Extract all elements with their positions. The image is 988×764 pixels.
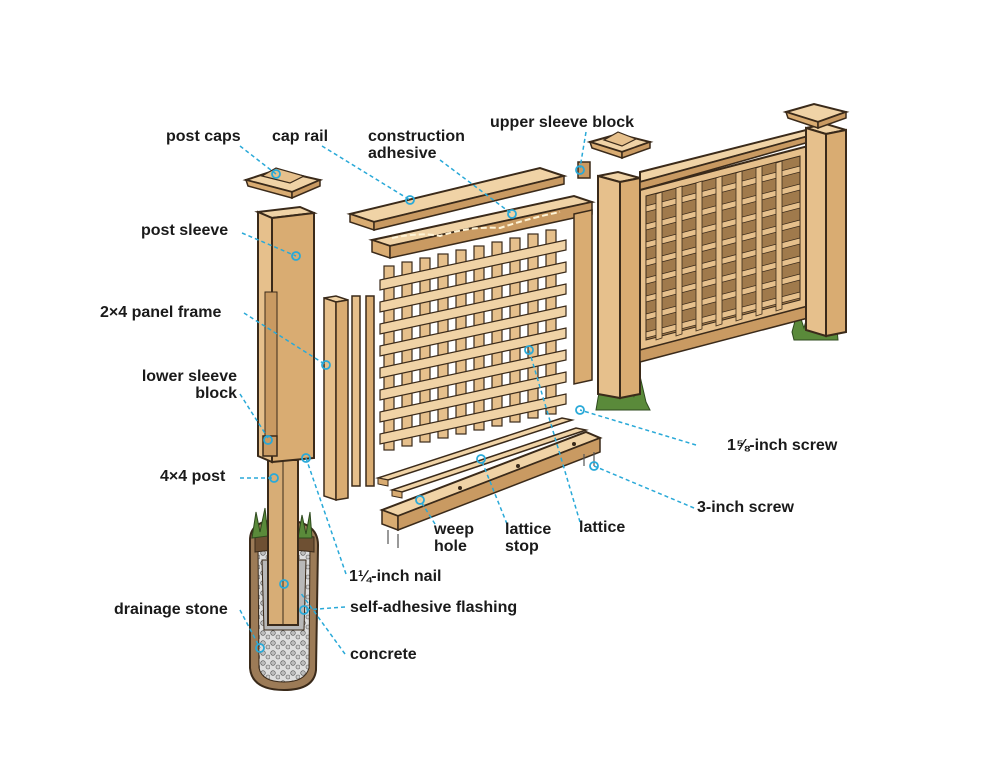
grass-left-post — [251, 507, 313, 539]
label-panel-frame: 2×4 panel frame — [100, 304, 222, 321]
lattice-stop-bottom — [375, 417, 589, 499]
post-cap-left — [242, 167, 324, 200]
post-sleeve — [254, 205, 318, 464]
label-concrete: concrete — [350, 646, 417, 663]
label-lower-sleeve-block-line1: lower sleeve — [141, 368, 237, 385]
cap-rail — [346, 166, 568, 232]
label-construction-adhesive-line2: adhesive — [368, 145, 437, 162]
label-weep-hole: weep hole — [434, 521, 474, 555]
assembled-post-right — [782, 102, 850, 338]
post-4x4 — [267, 459, 299, 626]
label-self-adhesive-flashing: self-adhesive flashing — [350, 599, 518, 616]
label-lattice-stop-line1: lattice — [505, 521, 552, 538]
label-4x4-post: 4×4 post — [160, 468, 226, 485]
lattice-panel — [379, 229, 567, 451]
label-drainage-stone: drainage stone — [114, 601, 228, 618]
label-upper-sleeve-block: upper sleeve block — [490, 114, 635, 131]
leader-targets — [255, 165, 599, 653]
assembled-post-middle — [577, 161, 641, 400]
label-1-5-8-inch-screw: 1⅝-inch screw — [727, 437, 838, 454]
lattice-stop-vertical — [351, 295, 375, 487]
label-weep-hole-line2: hole — [434, 538, 467, 555]
label-lattice-stop: lattice stop — [505, 521, 551, 555]
post-cap-middle — [586, 131, 654, 160]
label-construction-adhesive-line1: construction — [368, 128, 465, 145]
label-3-inch-screw: 3-inch screw — [697, 499, 794, 516]
label-lattice: lattice — [579, 519, 626, 536]
label-lattice-stop-line2: stop — [505, 538, 539, 555]
label-weep-hole-line1: weep — [434, 521, 475, 538]
label-cap-rail: cap rail — [272, 128, 329, 145]
label-construction-adhesive: construction adhesive — [368, 128, 465, 162]
label-lower-sleeve-block-line2: block — [195, 385, 237, 402]
assembled-panel — [639, 128, 820, 363]
upper-frame — [368, 194, 596, 385]
bottom-rail — [379, 430, 603, 548]
label-1-1-4-inch-nail: 1¼-inch nail — [349, 568, 442, 585]
panel-frame-stile — [323, 295, 349, 502]
label-post-sleeve: post sleeve — [141, 222, 229, 239]
label-post-caps: post caps — [166, 128, 241, 145]
label-lower-sleeve-block: lower sleeve block — [120, 368, 237, 402]
